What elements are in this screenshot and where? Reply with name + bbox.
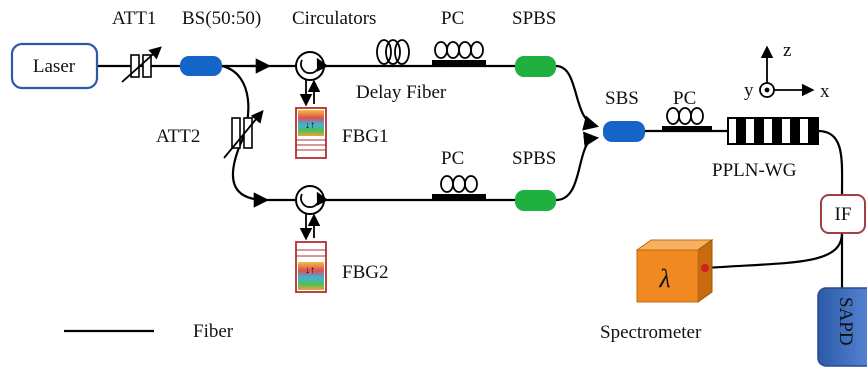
spectrometer: λ xyxy=(635,239,714,303)
if-label: IF xyxy=(835,204,852,225)
spbs-bottom xyxy=(515,190,556,211)
spectrometer-lambda: λ xyxy=(658,264,670,293)
fiber-ppln-if xyxy=(817,129,844,196)
fiber-spbs2-sbs xyxy=(555,131,600,202)
pc-bottom xyxy=(432,175,486,200)
spbs-top-label: SPBS xyxy=(512,8,556,29)
coordinate-axes xyxy=(759,45,815,98)
att1-label: ATT1 xyxy=(112,8,156,29)
sapd-detector: SAPD xyxy=(817,287,867,367)
spectrometer-label: Spectrometer xyxy=(600,322,702,343)
att2-attenuator xyxy=(223,110,264,159)
axis-z-label: z xyxy=(783,40,791,61)
sapd-label: SAPD xyxy=(835,297,856,346)
fbg2-grating: ↓↑ xyxy=(295,241,327,293)
spbs-bottom-label: SPBS xyxy=(512,148,556,169)
circulator-2 xyxy=(295,185,329,241)
fbg1-label: FBG1 xyxy=(342,126,388,147)
fiber-spectrometer-if xyxy=(705,232,844,270)
pc-right-label: PC xyxy=(673,88,696,109)
att2-label: ATT2 xyxy=(156,126,200,147)
legend-fiber-label: Fiber xyxy=(193,321,234,342)
sbs-label: SBS xyxy=(605,88,639,109)
circulator-1 xyxy=(295,51,329,107)
delay-fiber-label: Delay Fiber xyxy=(356,82,447,103)
pc-right xyxy=(662,107,712,132)
laser-label: Laser xyxy=(33,56,76,77)
laser: Laser xyxy=(10,42,99,90)
axis-x-label: x xyxy=(820,81,830,102)
att1-attenuator xyxy=(121,46,162,83)
circulators-label: Circulators xyxy=(292,8,376,29)
pc-top xyxy=(432,41,486,66)
ppln-label: PPLN-WG xyxy=(712,160,797,181)
spbs-top xyxy=(515,56,556,77)
svg-text:↓↑: ↓↑ xyxy=(305,120,315,131)
legend: Fiber xyxy=(64,321,234,342)
delay-fiber-spool xyxy=(376,39,410,65)
pc-top-label: PC xyxy=(441,8,464,29)
sbs-splitter xyxy=(603,121,645,142)
axis-y-label: y xyxy=(744,80,754,101)
fiber-spbs1-sbs xyxy=(555,64,599,131)
fbg2-label: FBG2 xyxy=(342,262,388,283)
fbg1-grating: ↓↑ xyxy=(295,107,327,159)
beam-splitter xyxy=(180,56,222,76)
pc-bottom-label: PC xyxy=(441,148,464,169)
interference-filter: IF xyxy=(820,194,866,234)
bs-label: BS(50:50) xyxy=(182,8,261,29)
ppln-waveguide xyxy=(727,117,819,145)
svg-text:↓↑: ↓↑ xyxy=(305,265,315,276)
